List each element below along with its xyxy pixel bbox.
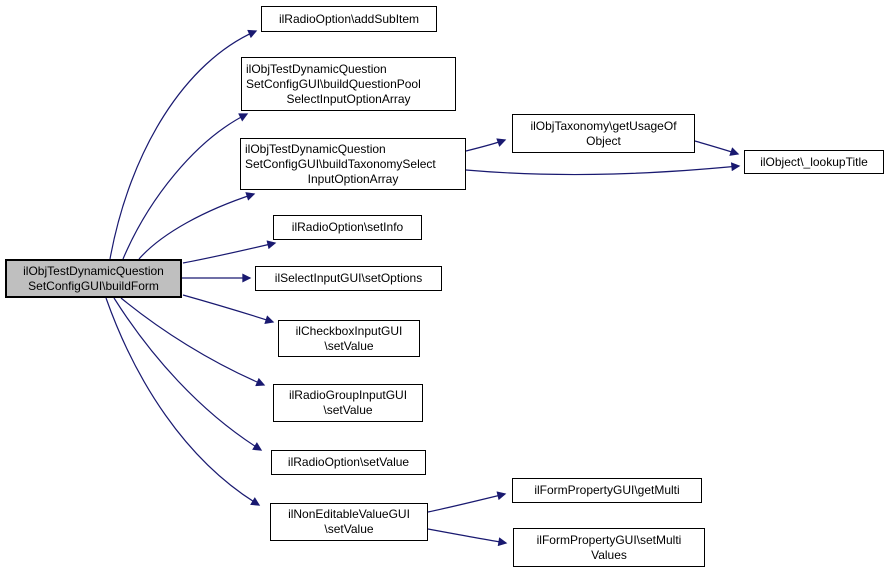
edge-buildForm-buildTaxonomy xyxy=(138,192,256,260)
node-ilRadioGroupInputGUI-setValue[interactable]: ilRadioGroupInputGUI\setValue xyxy=(273,384,423,422)
node-ilCheckboxInputGUI-setValue[interactable]: ilCheckboxInputGUI\setValue xyxy=(278,320,420,357)
edge-nonEditableSetValue-getMulti xyxy=(427,491,507,513)
edge-buildForm-addSubItem xyxy=(109,29,258,260)
edge-nonEditableSetValue-setMultiValues xyxy=(427,528,508,547)
node-ilSelectInputGUI-setOptions[interactable]: ilSelectInputGUI\setOptions xyxy=(255,266,442,291)
edge-buildForm-checkboxSetValue xyxy=(182,294,275,324)
edge-getUsageOfObject-lookupTitle xyxy=(694,140,740,156)
edge-buildForm-radioOptionSetValue xyxy=(113,297,263,451)
node-ilRadioOption-setValue[interactable]: ilRadioOption\setValue xyxy=(271,450,426,475)
node-ilRadioOption-setInfo[interactable]: ilRadioOption\setInfo xyxy=(273,215,422,240)
node-ilObject-lookupTitle[interactable]: ilObject\_lookupTitle xyxy=(744,150,884,174)
edge-buildTaxonomy-getUsageOfObject xyxy=(465,138,507,152)
edge-buildForm-radioGroupSetValue xyxy=(120,297,266,387)
edge-buildForm-nonEditableSetValue xyxy=(105,297,261,506)
node-ilNonEditableValueGUI-setValue[interactable]: ilNonEditableValueGUI\setValue xyxy=(270,503,428,541)
node-ilRadioOption-addSubItem[interactable]: ilRadioOption\addSubItem xyxy=(261,6,437,32)
edge-buildForm-setInfo xyxy=(182,240,277,264)
node-ilFormPropertyGUI-getMulti[interactable]: ilFormPropertyGUI\getMulti xyxy=(512,478,702,503)
edge-buildTaxonomy-lookupTitle xyxy=(465,162,741,176)
edge-buildForm-buildQuestionPool xyxy=(122,113,249,260)
